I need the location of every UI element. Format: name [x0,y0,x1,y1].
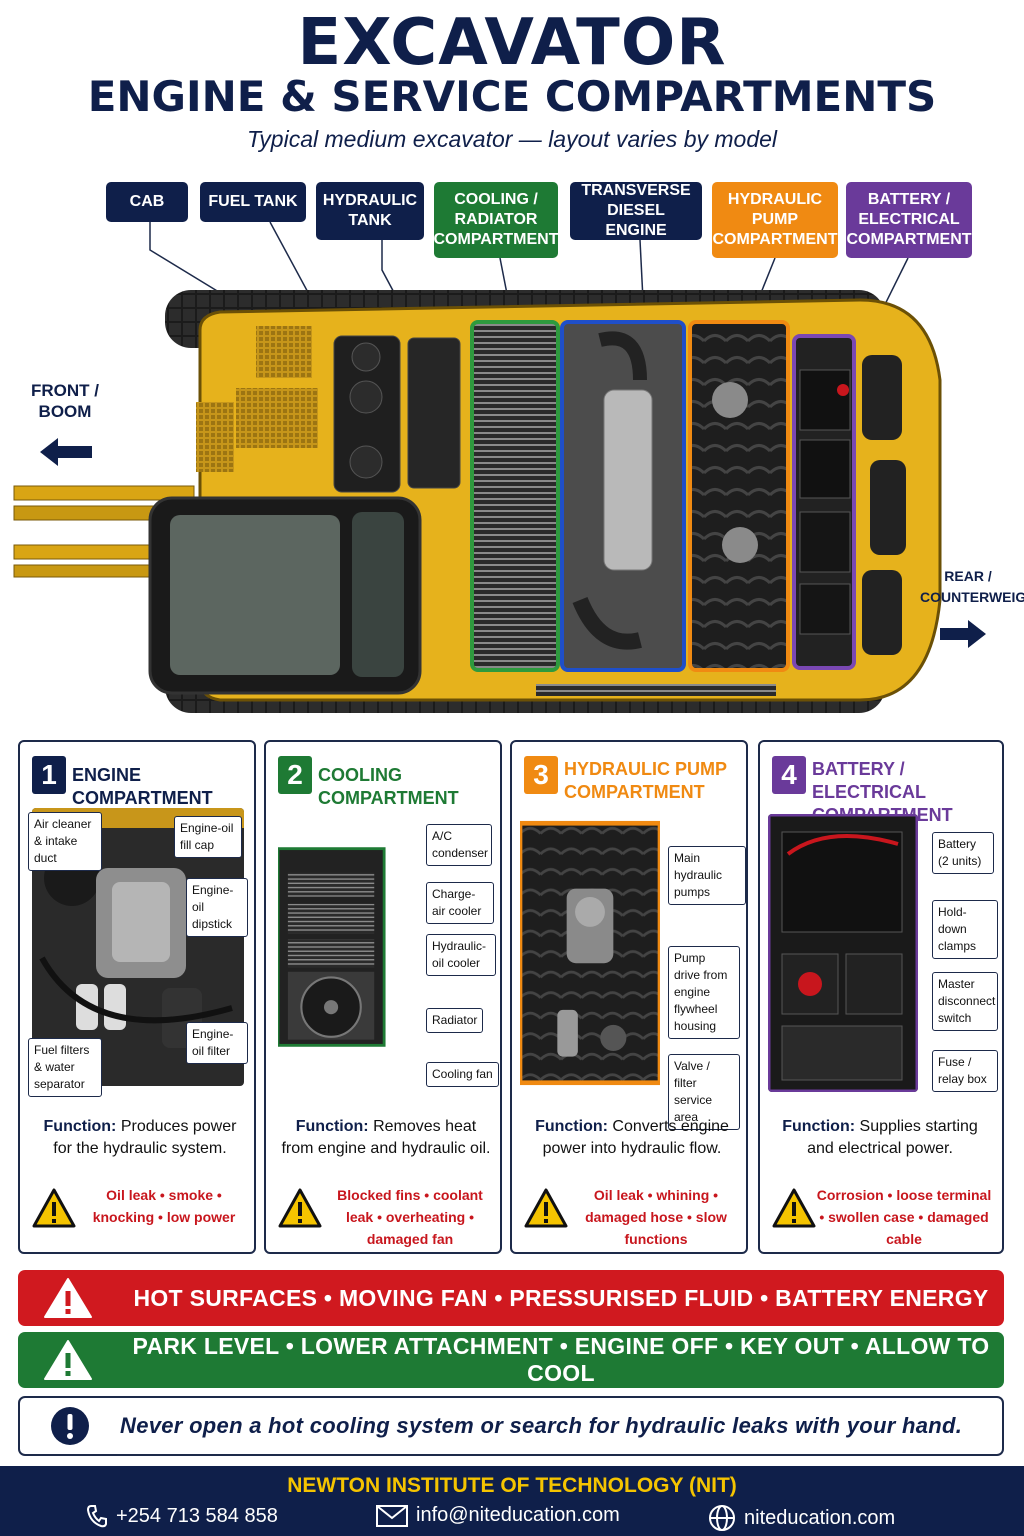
callout-cooling-fan: Cooling fan [426,1062,499,1087]
card-number: 1 [32,756,66,794]
precautions-bar-text: PARK LEVEL • LOWER ATTACHMENT • ENGINE O… [132,1333,990,1386]
warning-text: Oil leak • whining • damaged hose • slow… [585,1187,727,1247]
hazard-bar-text: HOT SURFACES • MOVING FAN • PRESSURISED … [133,1284,989,1311]
direction-rear: REAR / COUNTERWEIGHT [920,568,1024,605]
callout-air-cleaner: Air cleaner & intake duct [28,812,102,871]
card-warnings: Blocked fins • coolant leak • overheatin… [274,1184,498,1247]
callout-valve-filter-area: Valve / filter service area [668,1054,740,1130]
card-number: 3 [524,756,558,794]
label-hydraulic-pump-compartment: HYDRAULIC PUMP COMPARTMENT [712,182,838,258]
callout-master-disconnect-switch: Master disconnect switch [932,972,998,1031]
card-warnings: Corrosion • loose terminal • swollen cas… [768,1184,992,1247]
warning-text: Oil leak • smoke • knocking • low power [92,1187,236,1225]
label-cab: CAB [106,182,188,222]
callout-fuse-relay-box: Fuse / relay box [932,1050,998,1092]
envelope-icon [376,1504,408,1527]
warning-triangle-icon [524,1188,568,1228]
caution-bar-text: Never open a hot cooling system or searc… [120,1413,963,1438]
caution-bar: Never open a hot cooling system or searc… [18,1396,1004,1456]
globe-icon [709,1505,735,1531]
callout-ac-condenser: A/C condenser [426,824,492,866]
card-title: ENGINE COMPARTMENT [72,765,213,808]
label-hydraulic-tank: HYDRAULIC TANK [316,182,424,240]
footer-org-name: NEWTON INSTITUTE OF TECHNOLOGY (NIT) [287,1474,737,1497]
card-number: 2 [278,756,312,794]
warning-text: Corrosion • loose terminal • swollen cas… [816,1187,992,1247]
card-engine-compartment: 1 ENGINE COMPARTMENT Air cleaner & intak… [18,740,256,1254]
card-cooling-compartment: 2 COOLING COMPARTMENT A/C condenser Char… [264,740,502,1254]
label-transverse-diesel-engine: TRANSVERSE DIESEL ENGINE [570,182,702,240]
page-subtitle: ENGINE & SERVICE COMPARTMENTS [87,72,937,121]
hydraulic-pump-photo [520,820,660,1086]
callout-engine-oil-filter: Engine-oil filter [186,1022,248,1064]
callout-battery: Battery (2 units) [932,832,994,874]
card-number: 4 [772,756,806,794]
hazard-bar: HOT SURFACES • MOVING FAN • PRESSURISED … [18,1270,1004,1326]
page-title: EXCAVATOR [297,6,727,80]
callout-fuel-filters: Fuel filters & water separator [28,1038,102,1097]
card-function: Function: Removes heat from engine and h… [281,1118,491,1157]
warning-triangle-icon [278,1188,322,1228]
label-fuel-tank: FUEL TANK [200,182,306,222]
card-function: Function: Produces power for the hydraul… [43,1118,237,1157]
callout-engine-oil-dipstick: Engine-oil dipstick [186,878,248,937]
callout-pump-drive: Pump drive from engine flywheel housing [668,946,740,1039]
card-warnings: Oil leak • whining • damaged hose • slow… [520,1184,744,1247]
footer-email[interactable]: info@niteducation.com [376,1504,620,1527]
warning-triangle-icon [44,1278,92,1318]
label-cooling-radiator-compartment: COOLING / RADIATOR COMPARTMENT [433,182,559,258]
footer-phone[interactable]: +254 713 584 858 [86,1504,278,1528]
footer-website[interactable]: niteducation.com [708,1504,895,1532]
card-hydraulic-pump-compartment: 3 HYDRAULIC PUMP COMPARTMENT Main hydrau… [510,740,748,1254]
precautions-bar: PARK LEVEL • LOWER ATTACHMENT • ENGINE O… [18,1332,1004,1388]
direction-front: FRONT / BOOM [31,381,99,421]
label-battery-electrical-compartment: BATTERY / ELECTRICAL COMPARTMENT [846,182,972,258]
card-title: HYDRAULIC PUMP COMPARTMENT [564,759,727,802]
warning-triangle-icon [772,1188,816,1228]
page-tagline: Typical medium excavator — layout varies… [246,126,778,152]
callout-charge-air-cooler: Charge-air cooler [426,882,494,924]
warning-triangle-icon [44,1340,92,1380]
card-battery-electrical-compartment: 4 BATTERY / ELECTRICAL COMPARTMENT Batte… [758,740,1004,1254]
callout-main-hydraulic-pumps: Main hydraulic pumps [668,846,746,905]
card-warnings: Oil leak • smoke • knocking • low power [28,1184,252,1232]
battery-compartment-photo [768,814,918,1092]
callout-hydraulic-oil-cooler: Hydraulic-oil cooler [426,934,496,976]
card-function: Function: Supplies starting and electric… [782,1118,978,1157]
exclamation-circle-icon [51,1407,89,1445]
callout-engine-oil-fill-cap: Engine-oil fill cap [174,816,242,858]
excavator-top-view-diagram [13,221,986,713]
phone-icon [86,1505,107,1528]
footer: NEWTON INSTITUTE OF TECHNOLOGY (NIT) +25… [0,1466,1024,1536]
warning-text: Blocked fins • coolant leak • overheatin… [337,1187,483,1247]
warning-triangle-icon [32,1188,76,1228]
cooling-compartment-photo [278,847,386,1047]
callout-hold-down-clamps: Hold-down clamps [932,900,998,959]
card-function: Function: Converts engine power into hyd… [535,1118,729,1157]
callout-radiator: Radiator [426,1008,484,1033]
card-title: COOLING COMPARTMENT [318,765,459,808]
